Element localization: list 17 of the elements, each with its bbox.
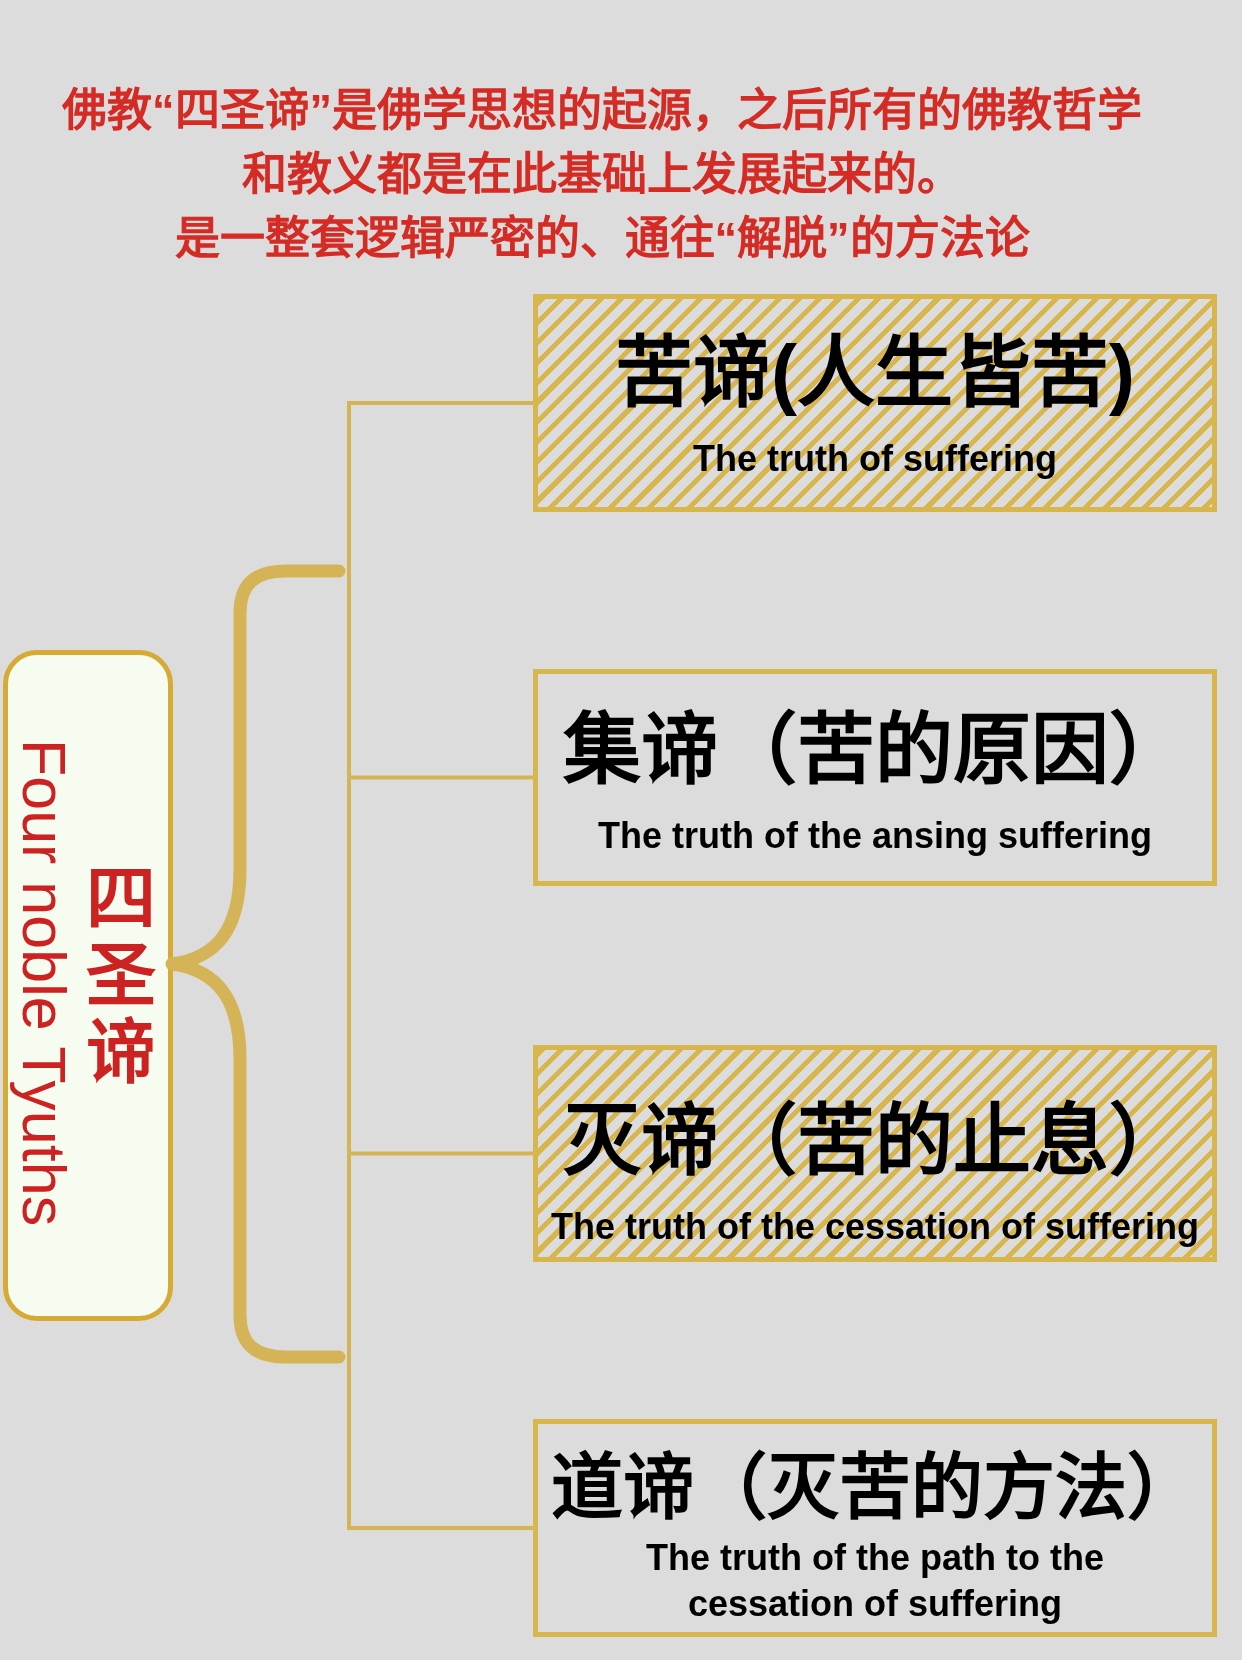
text-box xyxy=(533,669,1217,886)
rounded-box xyxy=(3,650,173,1321)
connector-line xyxy=(349,775,533,780)
subtitle-text: The truth of the path to the cessation of suffering xyxy=(645,1536,1105,1626)
heading-text: 集谛（苦的原因） xyxy=(563,710,1187,789)
connector-line xyxy=(347,401,533,573)
text-box xyxy=(533,1419,1217,1637)
connector-line xyxy=(347,775,351,1154)
curly-brace xyxy=(165,564,346,1364)
subtitle-text: The truth of the ansing suffering xyxy=(598,813,1152,858)
connector-line xyxy=(349,1151,533,1156)
connector-line xyxy=(347,1151,533,1530)
subtitle-note: 是一整套逻辑严密的、通往“解脱”的方法论 xyxy=(173,212,1031,266)
connector-line xyxy=(347,569,351,778)
title-text: 佛教“四圣谛”是佛学思想的起源，之后所有的佛教哲学和教义都是在此基础上发展起来的。 xyxy=(61,84,1143,202)
vertical-heading: 四圣谛 xyxy=(86,861,156,1092)
heading-text: 道谛（灭苦的方法） xyxy=(551,1451,1199,1523)
